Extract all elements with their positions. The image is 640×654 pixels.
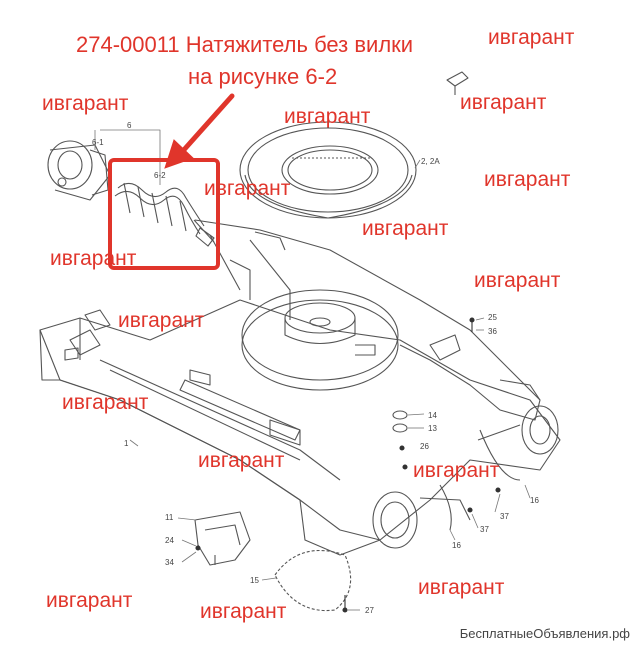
cover-plate [274,549,352,612]
label-part-16-bottom: 16 [452,541,461,550]
sprocket-end-bottom [372,484,471,549]
label-part-1: 1 [124,439,129,448]
label-part-6: 6 [127,121,132,130]
label-part-25: 25 [488,313,497,322]
watermark: ивгарант [204,177,291,200]
watermark: ивгарант [62,391,149,414]
watermark: ивгарант [46,589,133,612]
watermark: ивгарант [50,247,137,270]
label-part-24: 24 [165,536,174,545]
watermark: ивгарант [474,269,561,292]
watermark: ивгарант [484,168,571,191]
seals-13-14 [392,410,408,433]
watermark: ивгарант [284,105,371,128]
label-part-26: 26 [420,442,429,451]
highlight-annotation [108,93,235,270]
watermark: ивгарант [418,576,505,599]
site-footer: БесплатныеОбъявления.рф [459,626,630,641]
leader-lines [94,129,531,611]
label-part-2-2a: 2, 2A [421,157,440,166]
highlight-arrow-shaft [179,93,235,155]
label-part-34: 34 [165,558,174,567]
label-part-37-right: 37 [500,512,509,521]
watermark: ивгарант [200,600,287,623]
track-frame [39,299,561,556]
label-part-27: 27 [365,606,374,615]
slewing-bearing [239,121,417,219]
track-guard [194,511,251,566]
upper-frame-arm [194,219,541,421]
label-part-37-bottom: 37 [480,525,489,534]
label-part-15: 15 [250,576,259,585]
caption-line-1: 274-00011 Натяжитель без вилки [76,32,414,57]
label-part-11: 11 [165,513,174,522]
part-numbers: 1 6 6-1 6-2 2, 2A 25 36 14 13 26 16 16 3… [92,121,539,615]
caption-line-2: на рисунке 6-2 [188,64,338,89]
watermark: ивгарант [413,459,500,482]
watermark: ивгарант [460,91,547,114]
label-part-13: 13 [428,424,437,433]
label-part-6-1: 6-1 [92,138,104,147]
label-part-36: 36 [488,327,497,336]
watermark: ивгарант [42,92,129,115]
label-part-16-right: 16 [530,496,539,505]
watermark: ивгарант [488,26,575,49]
tension-spring [114,182,215,247]
highlight-frame [108,158,220,270]
label-part-6-2: 6-2 [154,171,166,180]
watermark: ивгарант [118,309,205,332]
sprocket-end-right [477,405,559,481]
bracket-top-right [446,71,469,95]
highlight-arrow-head [164,139,194,169]
watermark: ивгарант [362,217,449,240]
watermark: ивгарант [198,449,285,472]
label-part-14: 14 [428,411,437,420]
bolts [195,317,501,613]
idler-assembly [47,140,111,201]
center-turntable [241,289,399,391]
